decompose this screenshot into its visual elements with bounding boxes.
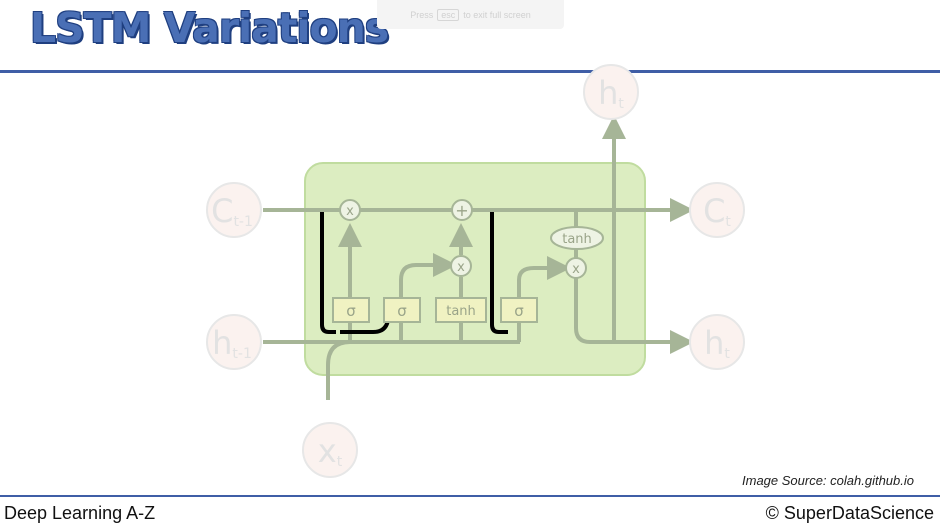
gate-forget-label: σ [346, 302, 356, 320]
node-h-top: ht [583, 64, 639, 120]
fullscreen-hint-before: Press [410, 9, 434, 20]
node-h-out-sub: t [724, 346, 730, 362]
op-tanh: tanh [550, 226, 604, 250]
node-c-prev-main: C [211, 192, 233, 230]
node-x-t: xt [302, 422, 358, 478]
node-x-t-sub: t [337, 454, 343, 470]
op-forget-multiply: x [339, 199, 361, 221]
svg-text:Ct: Ct [703, 192, 731, 230]
fullscreen-hint-after: to exit full screen [463, 9, 531, 20]
node-h-prev-main: h [212, 324, 232, 362]
node-h-out: ht [689, 314, 745, 370]
footer-copyright: © SuperDataScience [765, 503, 934, 523]
svg-text:xt: xt [318, 432, 343, 470]
gate-output: σ [500, 297, 538, 323]
svg-text:Ct-1: Ct-1 [211, 192, 253, 230]
node-c-prev-sub: t-1 [233, 214, 252, 230]
node-c-prev: Ct-1 [206, 182, 262, 238]
gate-forget: σ [332, 297, 370, 323]
node-h-top-sub: t [618, 96, 624, 112]
fullscreen-hint: Press esc to exit full screen [377, 0, 564, 29]
fullscreen-hint-key: esc [437, 8, 460, 21]
svg-text:ht-1: ht-1 [212, 324, 252, 362]
op-tanh-label: tanh [562, 232, 592, 247]
gate-candidate-label: tanh [446, 304, 476, 319]
footer-rule [0, 495, 940, 497]
gate-input: σ [383, 297, 421, 323]
node-c-t-main: C [703, 192, 725, 230]
svg-text:ht: ht [598, 74, 624, 112]
op-output-multiply: x [565, 257, 587, 279]
gate-candidate: tanh [435, 297, 487, 323]
node-c-t: Ct [689, 182, 745, 238]
op-input-multiply: x [450, 255, 472, 277]
node-h-prev: ht-1 [206, 314, 262, 370]
op-forget-multiply-label: x [346, 204, 354, 219]
node-h-prev-sub: t-1 [232, 346, 251, 362]
footer-course-title: Deep Learning A-Z [4, 503, 156, 523]
node-x-t-main: x [318, 432, 337, 470]
op-add: + [451, 199, 473, 221]
op-input-multiply-label: x [457, 260, 465, 275]
image-source-caption: Image Source: colah.github.io [742, 473, 914, 488]
svg-text:ht: ht [704, 324, 730, 362]
op-output-multiply-label: x [572, 262, 580, 277]
op-add-label: + [455, 201, 468, 220]
gate-output-label: σ [514, 302, 524, 320]
gate-input-label: σ [397, 302, 407, 320]
node-c-t-sub: t [725, 214, 731, 230]
slide-title: LSTM Variations [30, 4, 389, 52]
node-h-top-main: h [598, 74, 618, 112]
node-h-out-main: h [704, 324, 724, 362]
header-rule [0, 70, 940, 73]
